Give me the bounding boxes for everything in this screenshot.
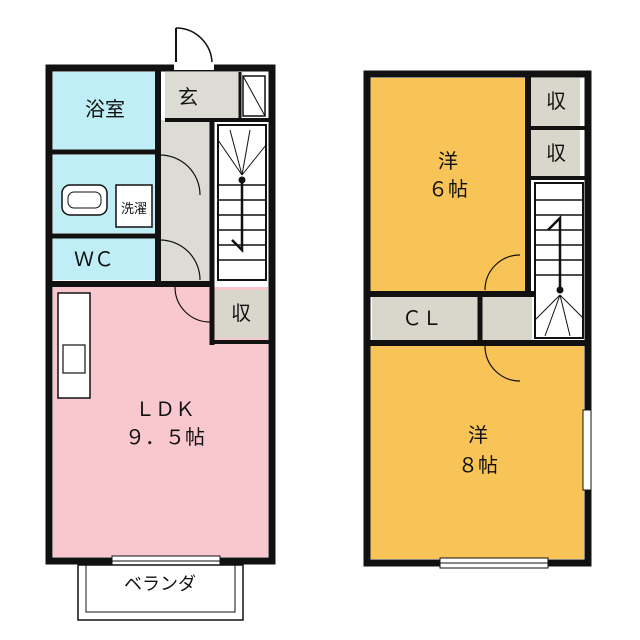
bath-label: 浴室: [85, 97, 125, 121]
staircase-2f: [534, 182, 584, 339]
ldk-size-label: ９．５帖: [125, 425, 205, 449]
closet-label: ＣＬ: [402, 306, 442, 330]
window-room8-side: [582, 409, 592, 491]
storage-2f-a: [530, 78, 580, 126]
bathtub-icon: [61, 184, 108, 216]
western-room-6: [370, 78, 525, 291]
storage-2f-b: [530, 130, 580, 176]
storage-1f-label: 収: [231, 301, 251, 325]
bath-room: [53, 72, 156, 150]
room8-name-label: 洋: [468, 423, 488, 447]
storage-1f: [215, 290, 267, 338]
ldk-door-arc: [174, 286, 211, 323]
toilet-room: [53, 238, 156, 280]
balcony-label: ベランダ: [124, 574, 196, 595]
room8-door-arc: [484, 345, 521, 382]
entrance-door: [174, 27, 214, 70]
ldk-name-label: ＬＤＫ: [135, 397, 195, 421]
closet: [372, 297, 478, 341]
floor-2: 洋 ６帖 収 収 ＣＬ 洋 ８帖: [363, 70, 592, 569]
room6-name-label: 洋: [438, 149, 458, 173]
floor-1: 浴室 玄 洗濯 ＷＣ 収 ＬＤＫ ９．５帖 ベランダ: [45, 27, 276, 621]
room8-size-label: ８帖: [458, 453, 498, 477]
entrance-label: 玄: [178, 85, 198, 109]
hall-door-arc: [159, 154, 201, 196]
hall-2f: [482, 297, 532, 341]
hallway: [160, 120, 212, 285]
laundry-label: 洗濯: [121, 202, 147, 217]
wc-door-arc: [159, 239, 201, 281]
room6-size-label: ６帖: [428, 177, 468, 201]
western-room-8: [370, 345, 584, 559]
storage-2f-a-label: 収: [546, 89, 566, 113]
toilet-label: ＷＣ: [74, 247, 114, 271]
sink-icon: [62, 344, 86, 374]
staircase-1f: [217, 124, 267, 281]
storage-2f-b-label: 収: [546, 141, 566, 165]
balcony: [77, 564, 244, 621]
washer-space: [115, 184, 153, 228]
entrance-area: [165, 72, 240, 120]
room6-door-arc: [484, 254, 521, 291]
